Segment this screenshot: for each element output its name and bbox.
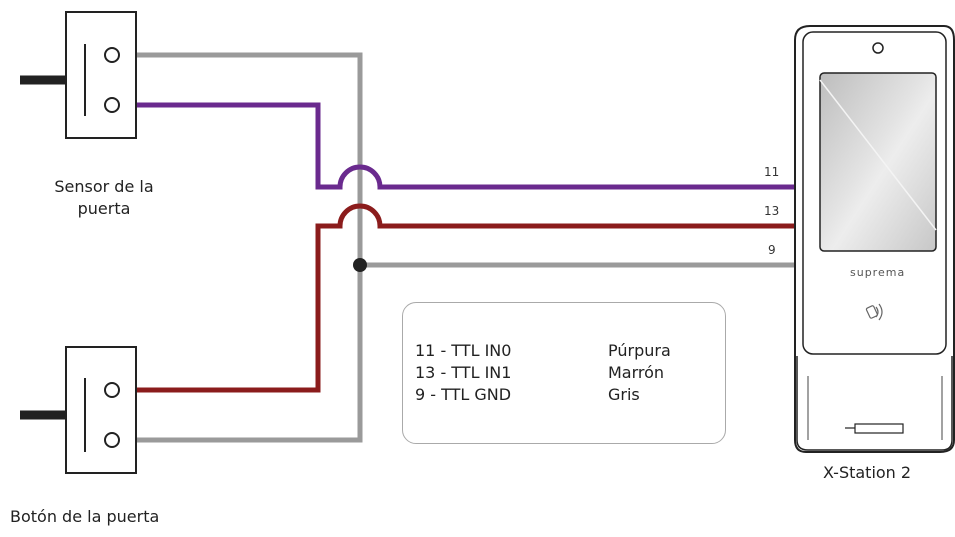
door-sensor-label: Sensor de la puerta bbox=[42, 176, 166, 220]
gray-wire-sensor bbox=[137, 52, 363, 443]
door-sensor-device bbox=[20, 11, 137, 139]
card-slot bbox=[854, 423, 904, 434]
screen bbox=[819, 72, 937, 252]
purple-wire bbox=[137, 102, 795, 190]
pin-label-9: 9 bbox=[768, 243, 776, 257]
pin-label-11: 11 bbox=[764, 165, 780, 179]
ground-junction-dot bbox=[353, 258, 367, 272]
x-station-device bbox=[794, 25, 955, 453]
legend-color-11: Púrpura bbox=[608, 341, 671, 360]
legend-pin-13: 13 - TTL IN1 bbox=[415, 363, 512, 382]
legend-pin-9: 9 - TTL GND bbox=[415, 385, 512, 404]
exit-button-label: Botón de la puerta bbox=[10, 507, 160, 526]
rfid-icon bbox=[865, 303, 883, 321]
brown-wire bbox=[137, 203, 795, 393]
legend-color-9: Gris bbox=[608, 385, 640, 404]
camera-icon bbox=[872, 42, 884, 54]
exit-button-device bbox=[20, 346, 137, 474]
pin-label-13: 13 bbox=[764, 204, 780, 218]
door-sensor-label-line2: puerta bbox=[77, 199, 131, 218]
wire-legend: 11 - TTL IN0 Púrpura 13 - TTL IN1 Marrón… bbox=[402, 302, 726, 444]
device-label: X-Station 2 bbox=[823, 463, 912, 482]
brand-logo: suprema bbox=[850, 266, 906, 279]
legend-pin-11: 11 - TTL IN0 bbox=[415, 341, 512, 360]
legend-color-13: Marrón bbox=[608, 363, 665, 382]
door-sensor-label-line1: Sensor de la bbox=[54, 177, 154, 196]
